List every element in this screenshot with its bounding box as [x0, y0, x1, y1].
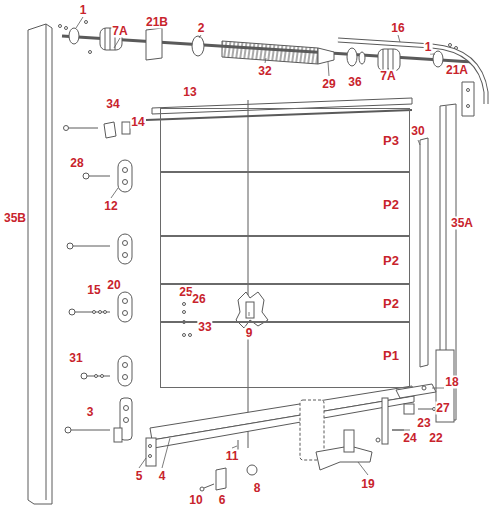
callout-number: 35A [450, 217, 474, 230]
callout-number: 29 [321, 78, 336, 91]
panel-code: P3 [383, 133, 399, 148]
panel-code: P2 [383, 253, 399, 268]
panel-code: P2 [383, 296, 399, 311]
callout-number: 11 [225, 450, 240, 463]
callout-number: 14 [130, 116, 145, 129]
callout-number: 35B [3, 212, 27, 225]
door-panel: P2 [160, 236, 410, 284]
callout-number: 23 [416, 417, 431, 430]
callout-number: 34 [105, 98, 120, 111]
callout-number: 21A [445, 64, 469, 77]
callout-number: 28 [69, 157, 84, 170]
callout-number: 26 [191, 293, 206, 306]
callout-number: 2 [197, 22, 206, 35]
callout-number: 12 [103, 200, 118, 213]
callout-number: 19 [360, 478, 375, 491]
callout-number: 31 [68, 352, 83, 365]
callout-number: 1 [79, 4, 88, 17]
callout-number: 20 [106, 279, 121, 292]
callout-number: 33 [197, 321, 212, 334]
callout-number: 15 [86, 284, 101, 297]
callout-number: 22 [428, 432, 443, 445]
callout-number: 1 [424, 41, 433, 54]
callout-number: 8 [253, 482, 262, 495]
callout-number: 9 [245, 327, 254, 340]
callout-number: 3 [86, 406, 95, 419]
callout-number: 36 [347, 76, 362, 89]
door-panel: P3 [160, 108, 410, 172]
callout-number: 16 [390, 22, 405, 35]
callout-number: 5 [135, 470, 144, 483]
panel-code: P2 [383, 197, 399, 212]
callout-number: 6 [218, 493, 227, 506]
door-panel: P2 [160, 172, 410, 236]
callout-number: 7A [111, 25, 128, 38]
callout-number: 24 [402, 432, 417, 445]
callout-number: 7A [379, 70, 396, 83]
callout-number: 10 [188, 493, 203, 506]
callout-number: 30 [410, 125, 425, 138]
callout-number: 27 [435, 402, 450, 415]
callout-number: 21B [145, 16, 169, 29]
callout-number: 32 [257, 65, 272, 78]
panel-code: P1 [383, 348, 399, 363]
callout-number: 18 [444, 376, 459, 389]
callout-number: 4 [158, 470, 167, 483]
callout-number: 13 [182, 86, 197, 99]
